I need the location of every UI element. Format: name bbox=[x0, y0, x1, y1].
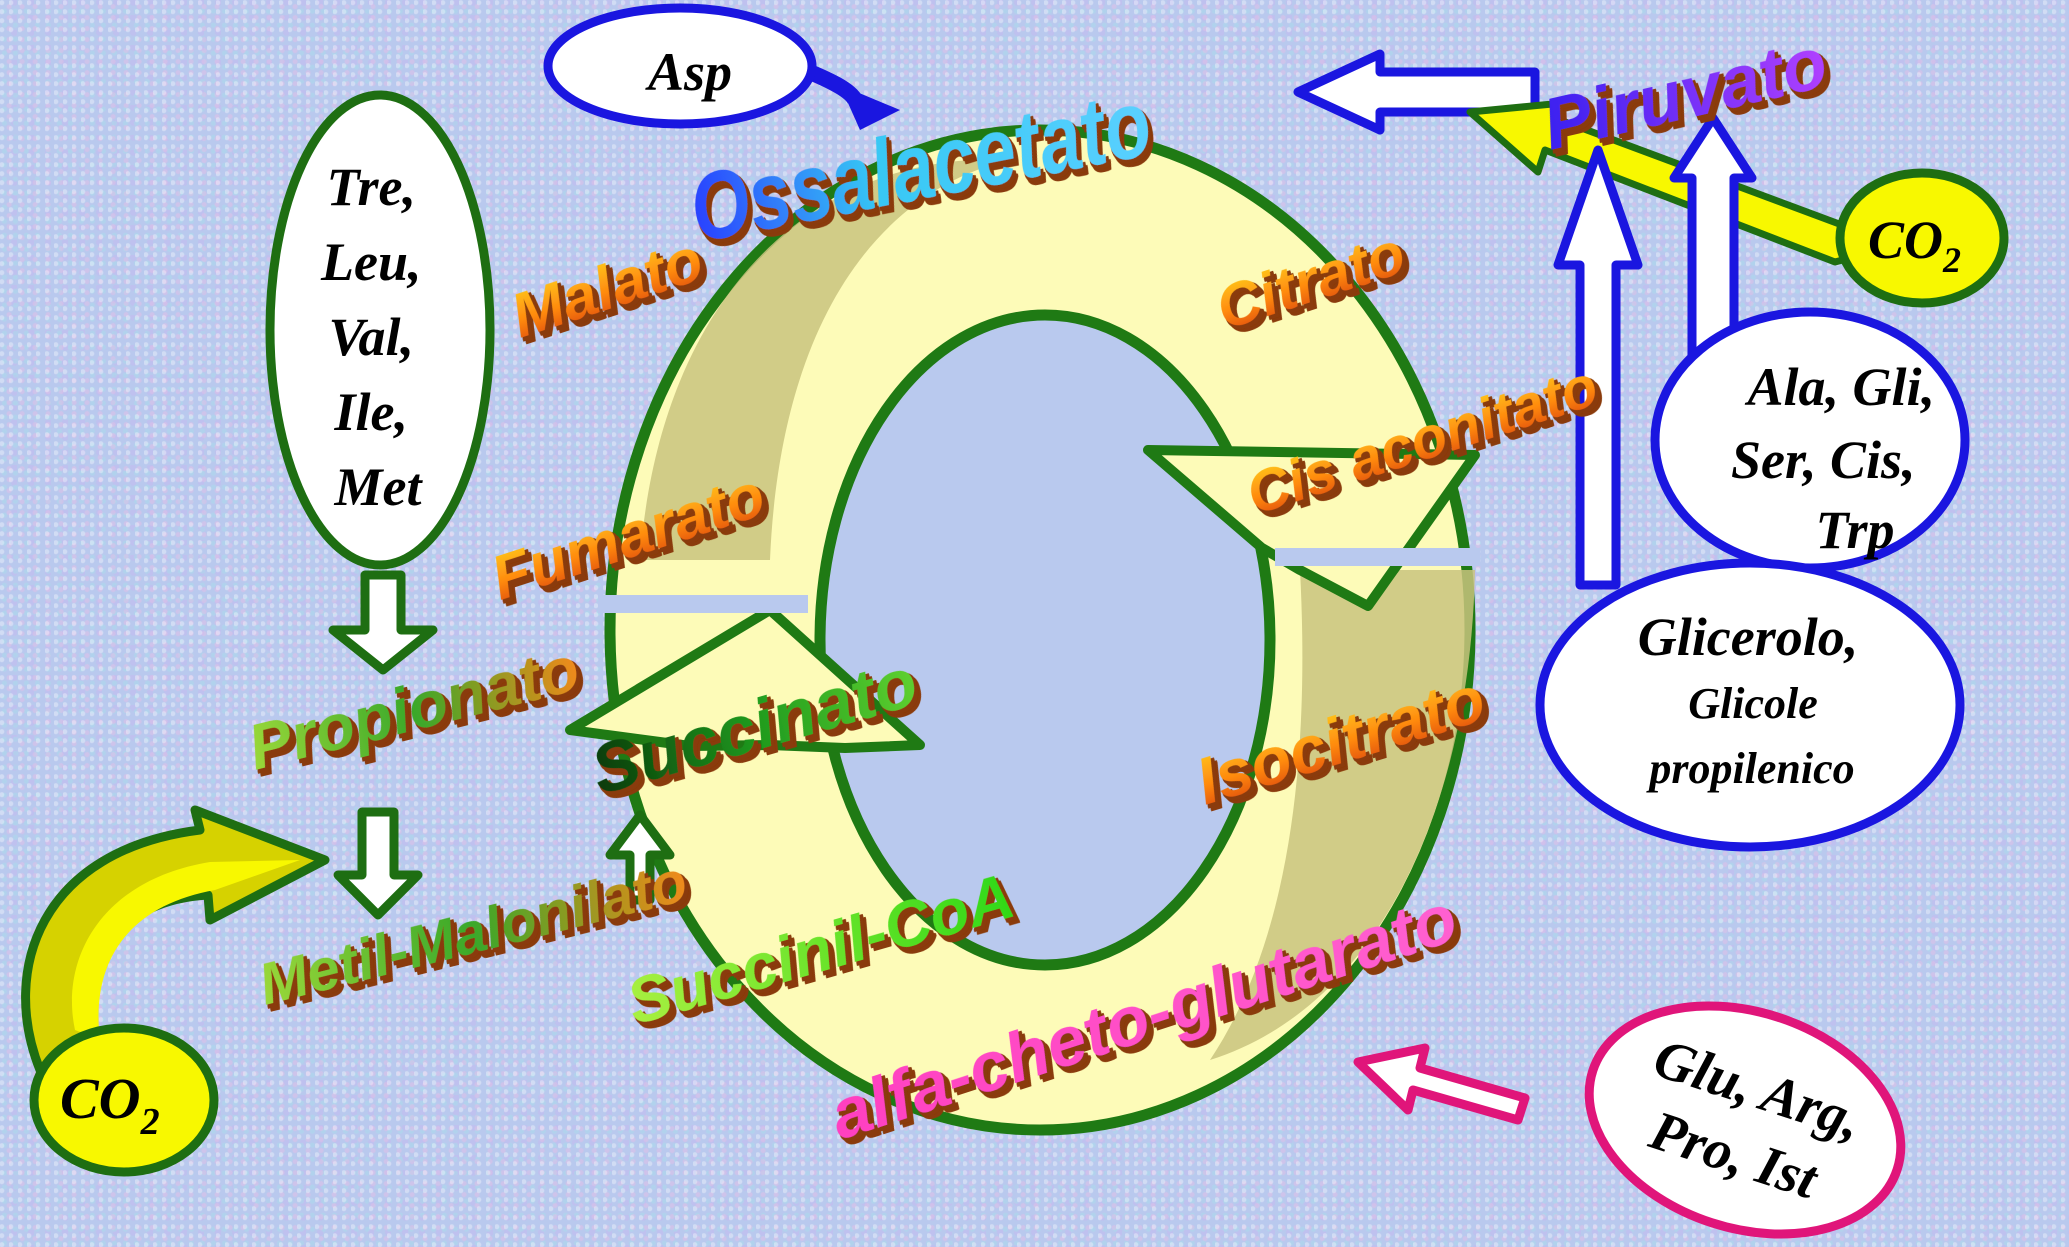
oval-tre-leu: Tre, Leu, Val, Ile, Met bbox=[265, 90, 495, 570]
oval-glicerolo: Glicerolo, Glicole propilenico bbox=[1535, 558, 1965, 852]
oval-asp: Asp bbox=[543, 3, 817, 129]
svg-text:CO2: CO2 bbox=[60, 1066, 160, 1143]
cycle-ring bbox=[565, 124, 1480, 1136]
arrow-glicerolo-to-piruvato bbox=[1553, 145, 1643, 590]
arrow-metilmalonilato-to-succinato bbox=[605, 810, 675, 905]
co2-left-sub: 2 bbox=[140, 1101, 160, 1143]
oval-ala-line3: Trp bbox=[1816, 500, 1895, 560]
arrow-ala-to-piruvato bbox=[1669, 113, 1757, 360]
svg-text:Ala, Gli, Ser, Cis,: Ala, Gli, Ser, Cis, Trp bbox=[1731, 357, 1949, 560]
oval-tre-line1: Tre, bbox=[327, 157, 416, 217]
oval-asp-text: Asp bbox=[645, 42, 732, 102]
arrow-glu-to-alfacheto bbox=[1353, 1043, 1530, 1125]
label-malato: Malato bbox=[503, 225, 711, 351]
oval-ala-gli: Ala, Gli, Ser, Cis, Trp bbox=[1650, 307, 1970, 573]
co2-left-base: CO bbox=[60, 1066, 141, 1131]
svg-text:Tre, Leu, Val,: Tre, Leu, Val, Ile, Met bbox=[320, 157, 435, 517]
oval-tre-line5: Met bbox=[334, 457, 424, 517]
arrow-aminoacids-to-propionato bbox=[328, 570, 438, 675]
oval-glicerolo-line1: Glicerolo, bbox=[1638, 607, 1858, 667]
arrow-propionato-to-metilmalonilato bbox=[333, 807, 423, 920]
arrow-co2-to-metilmalonilato bbox=[21, 805, 330, 1075]
oval-ala-line2: Ser, Cis, bbox=[1731, 430, 1916, 490]
co2-right-base: CO bbox=[1868, 210, 1943, 270]
svg-text:CO2: CO2 bbox=[1868, 210, 1961, 280]
co2-circle-right: CO2 bbox=[1835, 168, 2009, 308]
svg-text:Glicerolo, Glicole: Glicerolo, Glicole propilenico bbox=[1638, 607, 1862, 793]
oval-glicerolo-line2: Glicole bbox=[1688, 679, 1818, 728]
oval-tre-line3: Val, bbox=[328, 307, 414, 367]
label-piruvato: Piruvato bbox=[1536, 23, 1835, 166]
oval-tre-line2: Leu, bbox=[320, 232, 422, 292]
oval-ala-line1: Ala, Gli, bbox=[1744, 357, 1935, 417]
oval-glu-arg: Glu, Arg, Pro, Ist bbox=[1584, 1001, 1906, 1239]
oval-tre-line4: Ile, bbox=[334, 382, 409, 442]
co2-right-sub: 2 bbox=[1942, 240, 1961, 280]
co2-circle-left: CO2 bbox=[29, 1023, 219, 1177]
oval-glicerolo-line3: propilenico bbox=[1645, 744, 1854, 793]
label-propionato: Propionato bbox=[241, 632, 586, 784]
